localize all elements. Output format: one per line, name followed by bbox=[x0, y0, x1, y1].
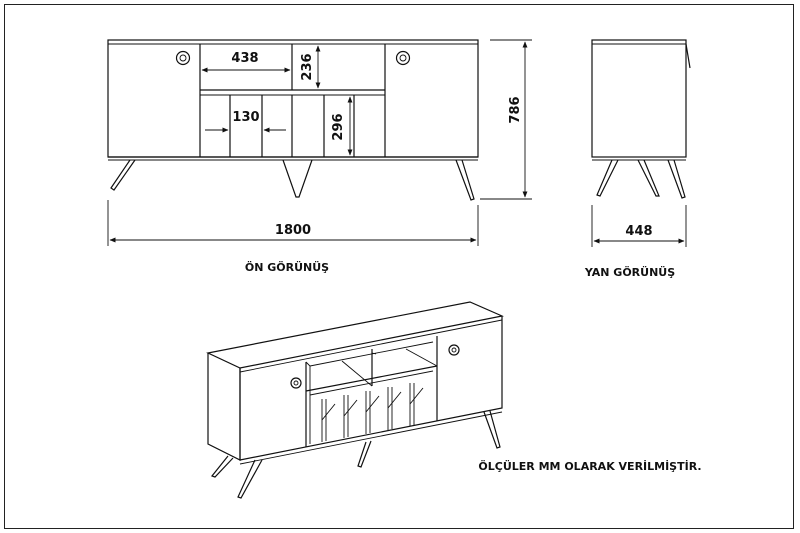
dim-depth: 448 bbox=[625, 224, 652, 239]
front-legs bbox=[110, 159, 475, 201]
right-door-knob-icon bbox=[395, 50, 411, 66]
dim-slot-height: 296 bbox=[331, 113, 346, 140]
dim-total-width: 1800 bbox=[275, 223, 311, 238]
units-note: ÖLÇÜLER MM OLARAK VERİLMİŞTİR. bbox=[478, 459, 701, 473]
side-view-caption: YAN GÖRÜNÜŞ bbox=[584, 265, 675, 279]
iso-legs bbox=[210, 410, 501, 499]
front-view: 438 236 130 296 1800 786 ÖN GÖRÜNÜŞ bbox=[107, 39, 532, 274]
drawing-frame bbox=[4, 4, 794, 529]
dim-shelf-width: 438 bbox=[231, 51, 258, 66]
wine-slot-dividers bbox=[229, 95, 355, 157]
iso-shelf bbox=[305, 365, 438, 392]
side-legs bbox=[596, 159, 686, 199]
front-view-caption: ÖN GÖRÜNÜŞ bbox=[245, 260, 329, 274]
side-cabinet-outline bbox=[591, 39, 687, 158]
dim-shelf-height: 236 bbox=[300, 53, 315, 80]
dim-total-height: 786 bbox=[508, 96, 523, 123]
iso-front bbox=[239, 316, 503, 461]
isometric-view: ÖLÇÜLER MM OLARAK VERİLMİŞTİR. bbox=[206, 301, 702, 499]
dim-slot-width: 130 bbox=[232, 110, 259, 125]
iso-top bbox=[206, 301, 504, 369]
side-door-edge bbox=[685, 43, 691, 69]
iso-left-side bbox=[207, 353, 241, 461]
iso-wine-slots bbox=[321, 383, 424, 442]
iso-right-knob-icon bbox=[448, 344, 460, 356]
side-view: 448 YAN GÖRÜNÜŞ bbox=[584, 39, 691, 279]
front-cabinet-outline bbox=[107, 39, 479, 158]
left-door-knob-icon bbox=[175, 50, 191, 66]
iso-left-knob-icon bbox=[290, 377, 302, 389]
